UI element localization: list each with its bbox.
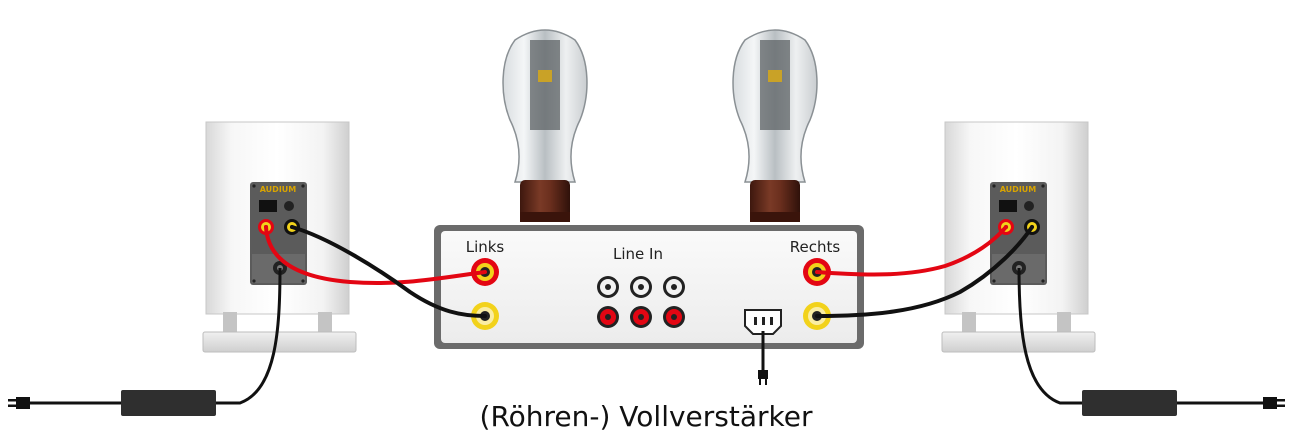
rca-jack-red-2[interactable] bbox=[630, 306, 652, 328]
cable-right-black bbox=[815, 225, 1034, 318]
rca-jack-red-3[interactable] bbox=[663, 306, 685, 328]
speaker-left-brand: AUDIUM bbox=[260, 185, 297, 194]
line-in-jacks bbox=[597, 276, 685, 328]
label-left-channel: Links bbox=[466, 238, 505, 256]
label-right-channel: Rechts bbox=[790, 238, 841, 256]
vacuum-tube-right bbox=[732, 29, 818, 222]
rca-jack-white-2[interactable] bbox=[630, 276, 652, 298]
power-adapter-left bbox=[121, 390, 216, 416]
vacuum-tube-left bbox=[502, 29, 588, 222]
power-inlet-icon[interactable] bbox=[744, 309, 782, 335]
cable-left-red bbox=[264, 225, 487, 286]
power-plug-left-icon bbox=[8, 397, 30, 409]
speaker-left: AUDIUM bbox=[202, 121, 357, 353]
power-plug-right-icon bbox=[1263, 397, 1285, 409]
cable-right-red bbox=[815, 225, 1008, 277]
cable-left-power bbox=[215, 267, 282, 405]
diagram-caption: (Röhren-) Vollverstärker bbox=[480, 400, 813, 433]
speaker-right-brand: AUDIUM bbox=[1000, 185, 1037, 194]
speaker-right: AUDIUM bbox=[941, 121, 1096, 353]
cable-left-black bbox=[290, 225, 487, 318]
power-adapter-right bbox=[1082, 390, 1177, 416]
rca-jack-white-1[interactable] bbox=[597, 276, 619, 298]
cable-right-power bbox=[1017, 267, 1083, 405]
amp-power-plug-icon bbox=[758, 331, 768, 385]
rca-jack-white-3[interactable] bbox=[663, 276, 685, 298]
rca-jack-red-1[interactable] bbox=[597, 306, 619, 328]
label-line-in: Line In bbox=[613, 245, 663, 263]
